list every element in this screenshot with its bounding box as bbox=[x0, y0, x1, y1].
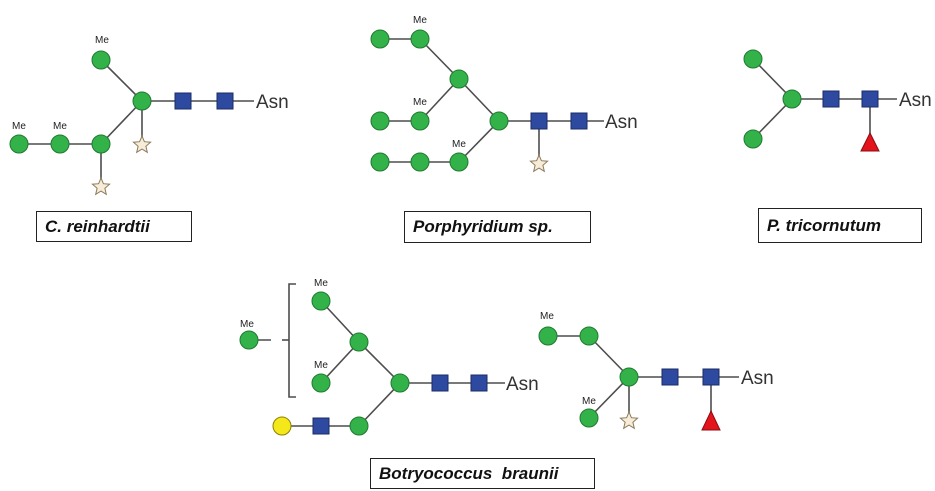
glcnac-node bbox=[431, 374, 449, 392]
asn-label: Asn bbox=[741, 368, 774, 389]
glcnac-node bbox=[216, 92, 234, 110]
asn-label: Asn bbox=[605, 112, 638, 133]
mannose-node bbox=[349, 332, 369, 352]
species-name: P. tricornutum bbox=[767, 215, 881, 235]
methyl-label: Me bbox=[240, 319, 254, 330]
mannose-node bbox=[410, 152, 430, 172]
mannose-node bbox=[91, 134, 111, 154]
species-name: Porphyridium sp. bbox=[413, 217, 553, 236]
methyl-label: Me bbox=[413, 15, 427, 26]
glycan-porphyridium: Me Me Me Asn bbox=[370, 15, 638, 173]
glcnac-node bbox=[174, 92, 192, 110]
mannose-node bbox=[410, 111, 430, 131]
mannose-node bbox=[239, 330, 259, 350]
fucose-triangle bbox=[860, 131, 880, 152]
methyl-label: Me bbox=[95, 35, 109, 46]
methyl-label: Me bbox=[12, 121, 26, 132]
mannose-node bbox=[311, 291, 331, 311]
glcnac-node bbox=[570, 112, 588, 130]
methyl-label: Me bbox=[53, 121, 67, 132]
methyl-label: Me bbox=[582, 396, 596, 407]
mannose-node bbox=[743, 49, 763, 69]
mannose-node bbox=[619, 367, 639, 387]
xylose-star bbox=[619, 410, 639, 430]
species-label-porphyridium: Porphyridium sp. bbox=[404, 211, 591, 243]
methyl-label: Me bbox=[452, 139, 466, 150]
asn-label: Asn bbox=[506, 374, 539, 395]
mannose-node bbox=[579, 408, 599, 428]
mannose-node bbox=[370, 29, 390, 49]
mannose-node bbox=[9, 134, 29, 154]
glcnac-node bbox=[661, 368, 679, 386]
species-name: Botryococcus braunii bbox=[379, 463, 559, 483]
mannose-node bbox=[489, 111, 509, 131]
glycan-b-braunii-2: Me Me Asn bbox=[538, 311, 774, 431]
mannose-node bbox=[91, 50, 111, 70]
glcnac-node bbox=[530, 112, 548, 130]
glcnac-node bbox=[702, 368, 720, 386]
mannose-node bbox=[538, 326, 558, 346]
glycan-b-braunii-1: Me Me Me Asn bbox=[239, 278, 539, 436]
methyl-label: Me bbox=[314, 278, 328, 289]
asn-label: Asn bbox=[899, 90, 932, 111]
methyl-label: Me bbox=[413, 97, 427, 108]
methyl-label: Me bbox=[540, 311, 554, 322]
galactose-node bbox=[272, 416, 292, 436]
mannose-node bbox=[449, 152, 469, 172]
glcnac-node bbox=[312, 417, 330, 435]
glycan-c-reinhardtii: Me Me Me Asn bbox=[9, 35, 289, 196]
mannose-node bbox=[743, 129, 763, 149]
species-name: C. reinhardtii bbox=[45, 216, 150, 236]
mannose-node bbox=[449, 69, 469, 89]
mannose-node bbox=[50, 134, 70, 154]
glcnac-node bbox=[822, 90, 840, 108]
mannose-node bbox=[410, 29, 430, 49]
xylose-star bbox=[132, 134, 152, 154]
xylose-star bbox=[529, 153, 549, 173]
species-label-c-reinhardtii: C. reinhardtii bbox=[36, 211, 192, 242]
asn-label: Asn bbox=[256, 92, 289, 113]
methyl-label: Me bbox=[314, 360, 328, 371]
species-label-b-braunii: Botryococcus braunii bbox=[370, 458, 595, 489]
species-label-p-tricornutum: P. tricornutum bbox=[758, 208, 922, 243]
mannose-node bbox=[311, 373, 331, 393]
mannose-node bbox=[370, 152, 390, 172]
mannose-node bbox=[782, 89, 802, 109]
mannose-node bbox=[132, 91, 152, 111]
mannose-node bbox=[370, 111, 390, 131]
fucose-triangle bbox=[701, 409, 721, 431]
glcnac-node bbox=[470, 374, 488, 392]
mannose-node bbox=[390, 373, 410, 393]
glcnac-node bbox=[861, 90, 879, 108]
mannose-node bbox=[579, 326, 599, 346]
mannose-node bbox=[349, 416, 369, 436]
glycan-p-tricornutum: Asn bbox=[743, 49, 932, 152]
xylose-star bbox=[91, 176, 111, 196]
